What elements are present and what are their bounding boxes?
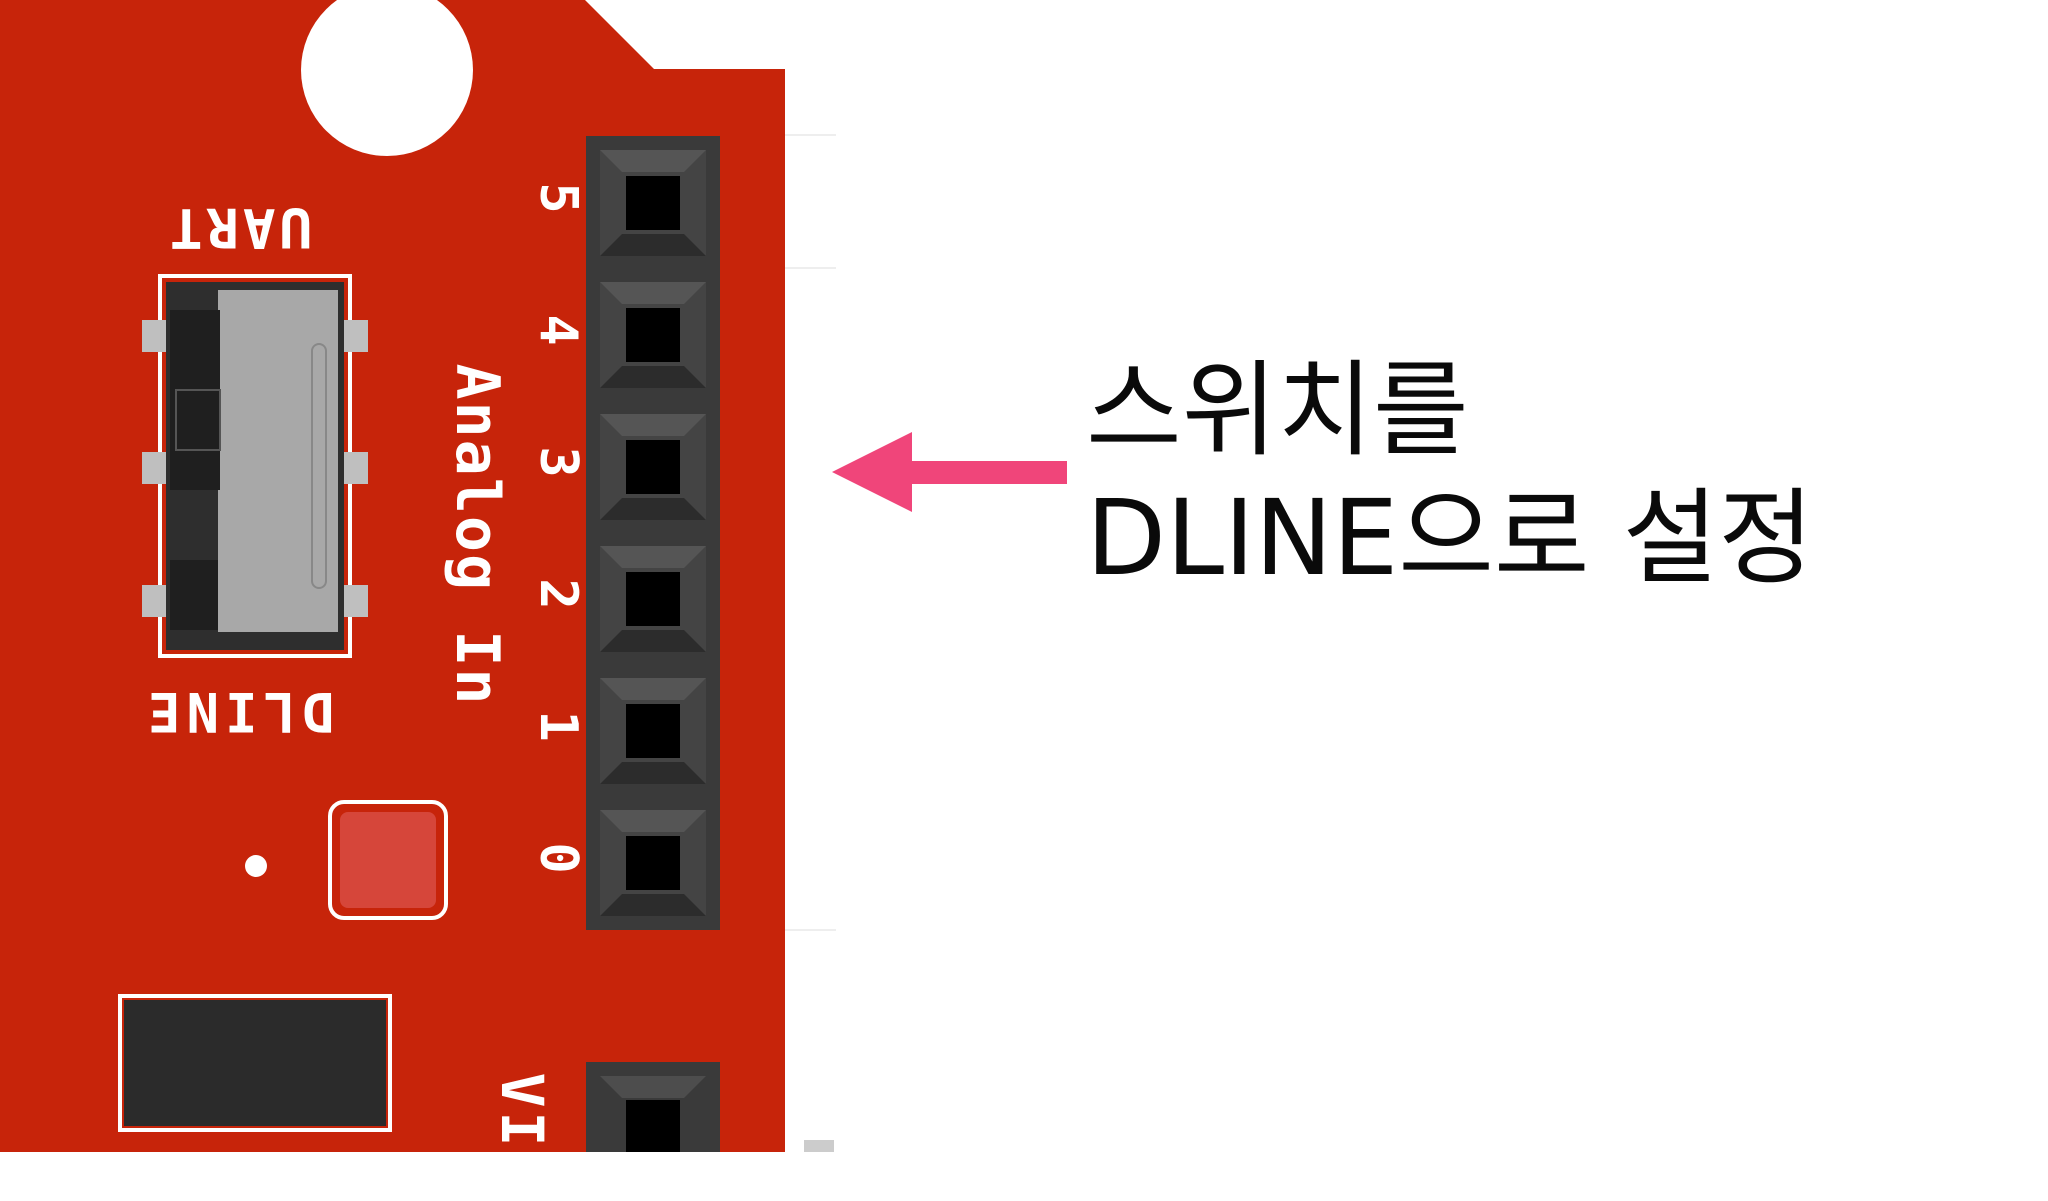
caption-line-1: 스위치를 bbox=[1086, 349, 1469, 471]
analog-in-label: Analog In bbox=[442, 363, 512, 707]
led-indicator bbox=[245, 800, 448, 920]
pin-label-0: 0 bbox=[528, 842, 588, 874]
header-pin-3 bbox=[600, 414, 706, 520]
header-pin-4 bbox=[600, 282, 706, 388]
pin-label-1: 1 bbox=[528, 710, 588, 742]
header-pin-2 bbox=[600, 546, 706, 652]
pcb-board-diagram bbox=[0, 0, 1067, 1152]
pin-label-3: 3 bbox=[528, 446, 588, 478]
analog-pin-header bbox=[586, 136, 720, 930]
slide-switch[interactable] bbox=[142, 274, 368, 658]
pin-label-2: 2 bbox=[528, 578, 588, 610]
header-pin-0 bbox=[600, 810, 706, 916]
switch-label-uart: UART bbox=[166, 196, 313, 259]
polarity-dot bbox=[245, 855, 267, 877]
pointer-arrow bbox=[832, 432, 1067, 512]
pin-label-4: 4 bbox=[528, 314, 588, 346]
vin-pin-header bbox=[586, 1062, 720, 1152]
switch-slider[interactable] bbox=[218, 290, 338, 632]
mounting-hole bbox=[301, 0, 473, 156]
annotation-caption: 스위치를 DLINE으로 설정 bbox=[1086, 346, 1814, 602]
pin-label-5: 5 bbox=[528, 182, 588, 214]
switch-label-dline: DLINE bbox=[142, 680, 335, 743]
header-pin-5 bbox=[600, 150, 706, 256]
caption-line-2: DLINE으로 설정 bbox=[1086, 477, 1814, 599]
header-pin-1 bbox=[600, 678, 706, 784]
vin-label: VIN bbox=[488, 1072, 556, 1190]
edge-marker bbox=[804, 1140, 834, 1152]
capacitor-component bbox=[118, 994, 392, 1132]
